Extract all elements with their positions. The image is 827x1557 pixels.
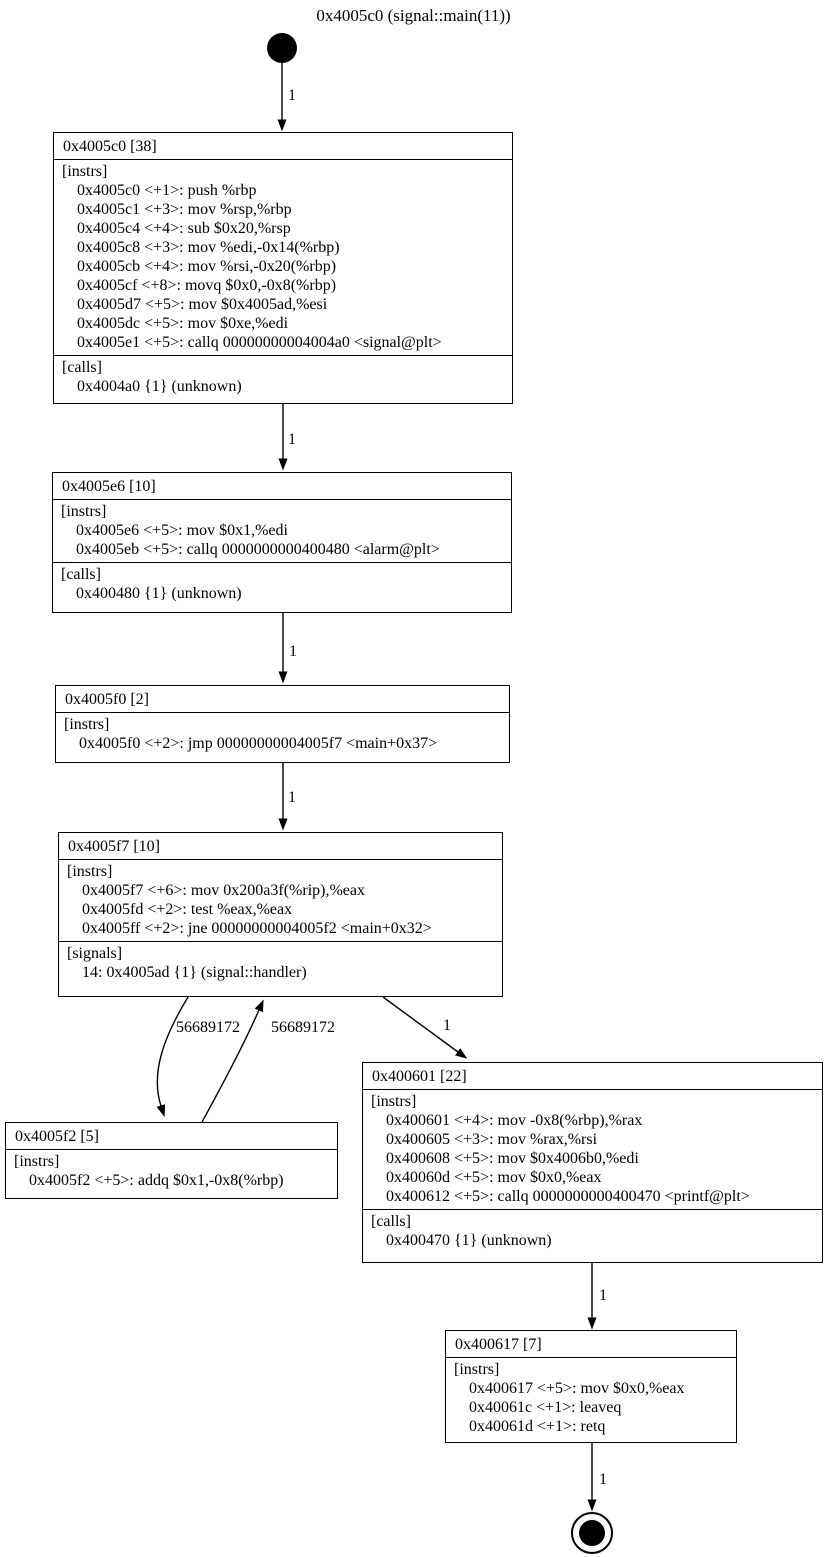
section-label: [signals] <box>67 945 123 962</box>
section-label: [instrs] <box>64 716 110 733</box>
section-label: [instrs] <box>67 863 113 880</box>
block-section-instrs: [instrs] 0x4005c0 <+1>: push %rbp 0x4005… <box>54 160 512 355</box>
instruction-line: 0x4005e1 <+5>: callq 00000000004004a0 <s… <box>77 334 442 351</box>
section-label: [instrs] <box>371 1093 417 1110</box>
block-header: 0x4005c0 [38] <box>54 133 512 160</box>
instruction-line: 0x4005c1 <+3>: mov %rsp,%rbp <box>77 201 292 218</box>
instruction-line: 0x40061d <+1>: retq <box>469 1418 606 1435</box>
signal-line: 14: 0x4005ad {1} (signal::handler) <box>82 964 307 981</box>
basic-block-0x400617: 0x400617 [7] [instrs] 0x400617 <+5>: mov… <box>445 1330 737 1443</box>
instruction-line: 0x40061c <+1>: leaveq <box>469 1399 622 1416</box>
instruction-line: 0x4005dc <+5>: mov $0xe,%edi <box>77 315 289 332</box>
call-line: 0x400480 {1} (unknown) <box>76 585 242 602</box>
edge-label: 1 <box>288 431 296 448</box>
call-line: 0x4004a0 {1} (unknown) <box>77 378 242 395</box>
instruction-line: 0x4005f0 <+2>: jmp 00000000004005f7 <mai… <box>79 735 438 752</box>
basic-block-0x4005f7: 0x4005f7 [10] [instrs] 0x4005f7 <+6>: mo… <box>58 832 503 997</box>
basic-block-0x4005f2: 0x4005f2 [5] [instrs] 0x4005f2 <+5>: add… <box>5 1122 338 1199</box>
block-section-instrs: [instrs] 0x400601 <+4>: mov -0x8(%rbp),%… <box>363 1090 822 1209</box>
section-label: [instrs] <box>61 503 107 520</box>
instruction-line: 0x40060d <+5>: mov $0x0,%eax <box>386 1169 602 1186</box>
entry-node <box>267 33 297 63</box>
basic-block-0x4005e6: 0x4005e6 [10] [instrs] 0x4005e6 <+5>: mo… <box>52 472 512 613</box>
instruction-line: 0x400612 <+5>: callq 0000000000400470 <p… <box>386 1188 750 1205</box>
basic-block-0x4005c0: 0x4005c0 [38] [instrs] 0x4005c0 <+1>: pu… <box>53 132 513 404</box>
exit-node <box>571 1512 613 1554</box>
instruction-line: 0x4005cb <+4>: mov %rsi,-0x20(%rbp) <box>77 258 337 275</box>
section-label: [instrs] <box>14 1153 60 1170</box>
instruction-line: 0x4005d7 <+5>: mov $0x4005ad,%esi <box>77 296 328 313</box>
block-section-instrs: [instrs] 0x4005e6 <+5>: mov $0x1,%edi 0x… <box>53 500 511 562</box>
block-section-instrs: [instrs] 0x400617 <+5>: mov $0x0,%eax 0x… <box>446 1358 736 1442</box>
block-header: 0x4005f2 [5] <box>6 1123 337 1150</box>
instruction-line: 0x4005fd <+2>: test %eax,%eax <box>82 901 293 918</box>
section-label: [calls] <box>61 566 101 583</box>
block-header: 0x4005f7 [10] <box>59 833 502 860</box>
graph-title: 0x4005c0 (signal::main(11)) <box>316 6 511 25</box>
instruction-line: 0x4005f7 <+6>: mov 0x200a3f(%rip),%eax <box>82 882 366 899</box>
edge-label: 1 <box>288 789 296 806</box>
section-label: [instrs] <box>62 163 108 180</box>
call-line: 0x400470 {1} (unknown) <box>386 1232 552 1249</box>
instruction-line: 0x400605 <+3>: mov %rax,%rsi <box>386 1131 598 1148</box>
block-section-calls: [calls] 0x4004a0 {1} (unknown) <box>54 355 512 403</box>
instruction-line: 0x4005c8 <+3>: mov %edi,-0x14(%rbp) <box>77 239 340 256</box>
instruction-line: 0x4005f2 <+5>: addq $0x1,-0x8(%rbp) <box>29 1172 284 1189</box>
block-header: 0x4005f0 [2] <box>56 686 509 713</box>
basic-block-0x4005f0: 0x4005f0 [2] [instrs] 0x4005f0 <+2>: jmp… <box>55 685 510 763</box>
edge-label: 56689172 <box>271 1019 335 1036</box>
block-section-calls: [calls] 0x400480 {1} (unknown) <box>53 562 511 612</box>
block-section-instrs: [instrs] 0x4005f0 <+2>: jmp 000000000040… <box>56 713 509 762</box>
block-section-instrs: [instrs] 0x4005f2 <+5>: addq $0x1,-0x8(%… <box>6 1150 337 1198</box>
block-header: 0x400601 [22] <box>363 1063 822 1090</box>
block-header: 0x400617 [7] <box>446 1331 736 1358</box>
edge-label: 1 <box>599 1471 607 1488</box>
edge-label: 1 <box>288 87 296 104</box>
instruction-line: 0x4005eb <+5>: callq 0000000000400480 <a… <box>76 541 440 558</box>
edge-label: 1 <box>443 1017 451 1034</box>
basic-block-0x400601: 0x400601 [22] [instrs] 0x400601 <+4>: mo… <box>362 1062 823 1263</box>
instruction-line: 0x4005ff <+2>: jne 00000000004005f2 <mai… <box>82 920 432 937</box>
section-label: [calls] <box>62 359 102 376</box>
instruction-line: 0x4005cf <+8>: movq $0x0,-0x8(%rbp) <box>77 277 337 294</box>
edge-label: 1 <box>599 1287 607 1304</box>
block-section-instrs: [instrs] 0x4005f7 <+6>: mov 0x200a3f(%ri… <box>59 860 502 941</box>
edge-label: 1 <box>289 643 297 660</box>
section-label: [calls] <box>371 1213 411 1230</box>
block-section-calls: [calls] 0x400470 {1} (unknown) <box>363 1209 822 1262</box>
instruction-line: 0x400608 <+5>: mov $0x4006b0,%edi <box>386 1150 639 1167</box>
block-section-signals: [signals] 14: 0x4005ad {1} (signal::hand… <box>59 941 502 996</box>
instruction-line: 0x4005c4 <+4>: sub $0x20,%rsp <box>77 220 291 237</box>
block-header: 0x4005e6 [10] <box>53 473 511 500</box>
instruction-line: 0x400617 <+5>: mov $0x0,%eax <box>469 1380 685 1397</box>
exit-node-inner-circle <box>579 1520 605 1546</box>
section-label: [instrs] <box>454 1361 500 1378</box>
edge-0x4005f7-to-0x4005f2 <box>156 996 189 1117</box>
instruction-line: 0x4005c0 <+1>: push %rbp <box>77 182 257 199</box>
edge-label: 56689172 <box>176 1019 240 1036</box>
instruction-line: 0x400601 <+4>: mov -0x8(%rbp),%rax <box>386 1112 643 1129</box>
instruction-line: 0x4005e6 <+5>: mov $0x1,%edi <box>76 522 288 539</box>
